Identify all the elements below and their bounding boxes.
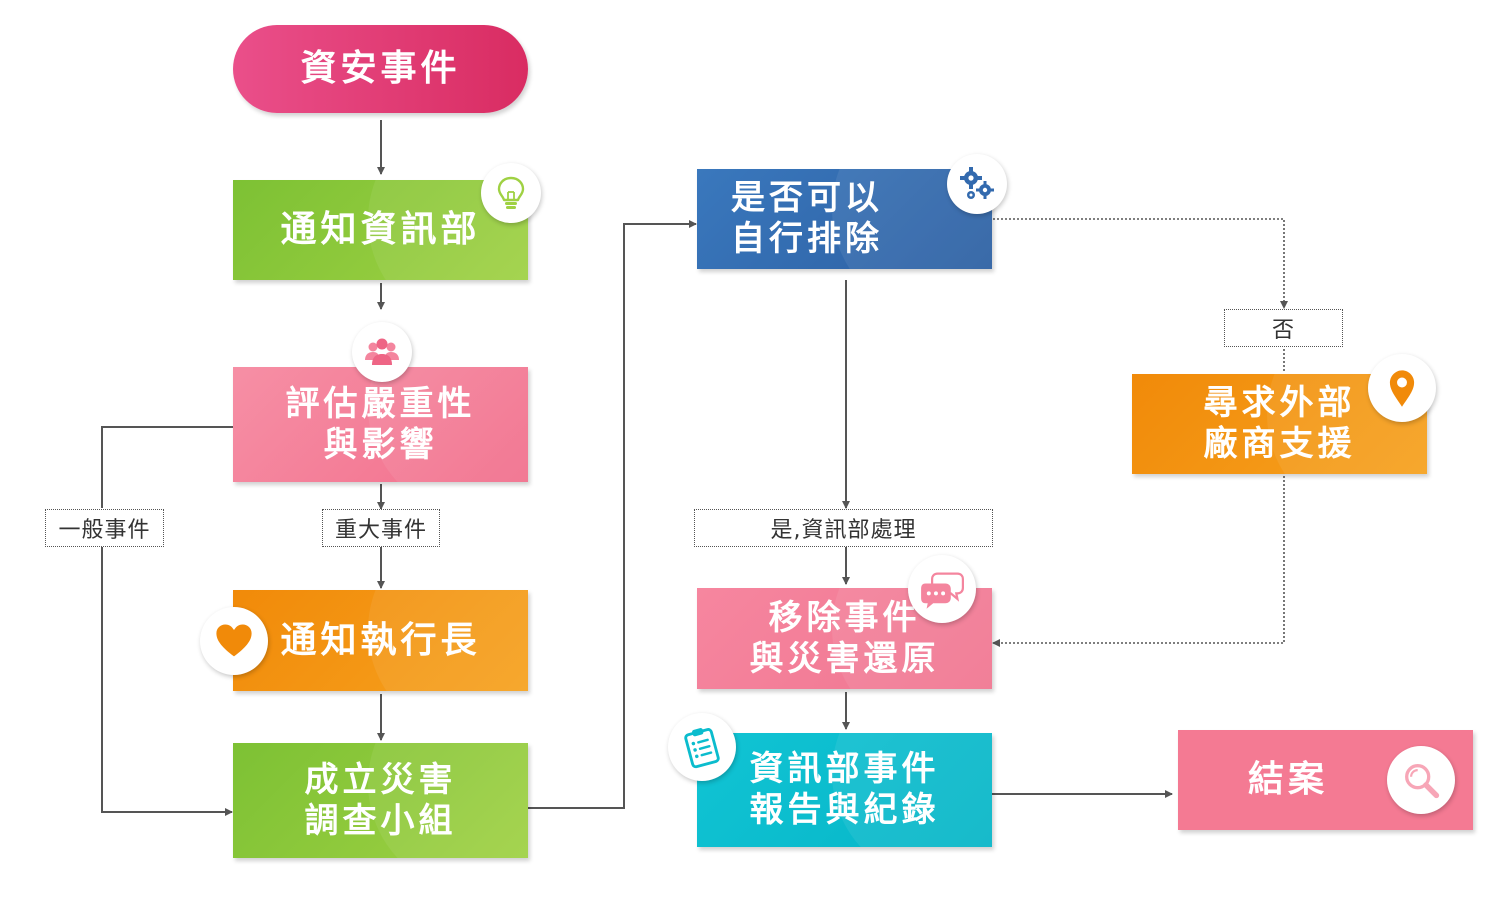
node-assess-line-2: 與影響 (323, 424, 438, 465)
node-start-label: 資安事件 (300, 48, 461, 90)
node-assess: 評估嚴重性 與影響 (233, 367, 528, 482)
node-notify-it-label: 通知資訊部 (280, 209, 481, 251)
node-report-line-1: 資訊部事件 (749, 749, 940, 790)
gears-icon (947, 154, 1007, 214)
people-icon (352, 322, 412, 382)
connector-self-fix-to-no (993, 218, 1288, 309)
condition-general-label: 一般事件 (58, 518, 151, 543)
condition-yes-it-label: 是,資訊部處理 (770, 518, 917, 543)
node-remove-line-1: 移除事件 (768, 597, 921, 638)
node-team-line-2: 調查小組 (304, 800, 457, 841)
node-notify-ceo-label: 通知執行長 (280, 619, 481, 661)
condition-no-label: 否 (1271, 318, 1295, 343)
heart-icon (200, 607, 268, 675)
node-report: 資訊部事件 報告與紀錄 (697, 733, 992, 847)
node-self-fix-line-2: 自行排除 (731, 219, 883, 259)
condition-general: 一般事件 (45, 509, 164, 547)
node-assess-line-1: 評估嚴重性 (285, 383, 476, 424)
connector-general-to-team (101, 547, 233, 816)
condition-major-label: 重大事件 (334, 518, 427, 543)
location-pin-icon (1368, 354, 1436, 422)
chat-bubbles-icon (908, 555, 976, 623)
connector-assess-to-general (101, 426, 233, 508)
connector-vendor-to-remove (992, 476, 1285, 647)
node-notify-ceo: 通知執行長 (233, 590, 528, 691)
lightbulb-icon (481, 163, 541, 223)
node-vendor-line-1: 尋求外部 (1203, 383, 1356, 424)
node-vendor-line-2: 廠商支援 (1203, 424, 1356, 464)
checklist-icon (668, 713, 736, 781)
node-self-fix-line-1: 是否可以 (731, 178, 883, 219)
node-close-label: 結案 (1248, 759, 1329, 801)
condition-no: 否 (1224, 309, 1343, 347)
node-report-line-2: 報告與紀錄 (749, 790, 940, 830)
node-start: 資安事件 (233, 25, 528, 113)
node-team-line-1: 成立災害 (304, 759, 457, 800)
condition-yes-it: 是,資訊部處理 (694, 509, 993, 547)
node-remove-line-2: 與災害還原 (749, 638, 940, 679)
connector-team-to-self-fix (528, 220, 697, 809)
magnifier-icon (1387, 746, 1455, 814)
node-team: 成立災害 調查小組 (233, 743, 528, 858)
condition-major: 重大事件 (322, 509, 440, 547)
